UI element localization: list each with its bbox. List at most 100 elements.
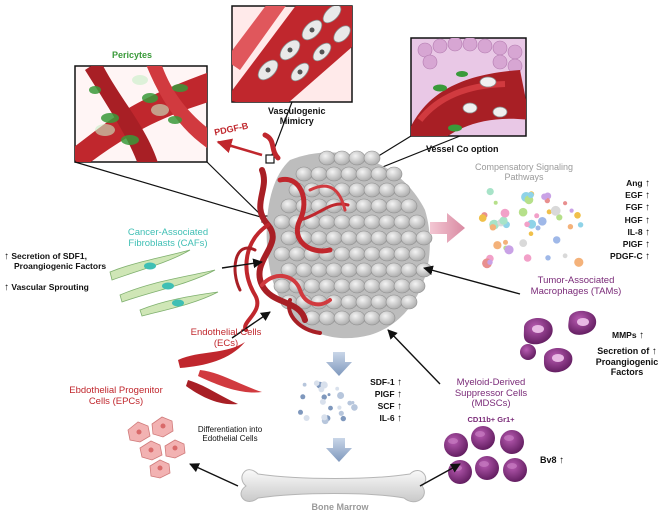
tumor-cell xyxy=(333,310,351,326)
tumor-cell xyxy=(318,310,336,326)
mdscs-illustration xyxy=(444,426,527,484)
cafs-line-1: Cancer-Associated xyxy=(127,227,209,238)
compensatory-factors-list: Ang ↑ EGF ↑ FGF ↑ HGF ↑ IL-8 ↑ PlGF ↑ PD… xyxy=(600,178,650,263)
tumor-cell xyxy=(355,294,373,310)
tumor-cell xyxy=(310,262,328,278)
epcs-line-2: Cells (EPCs) xyxy=(88,395,144,407)
signaling-molecule xyxy=(534,213,540,219)
tumor-cell xyxy=(363,150,381,166)
tumor-cell xyxy=(340,262,358,278)
signaling-molecule xyxy=(500,208,510,218)
signaling-molecule xyxy=(527,191,534,199)
signaling-molecule xyxy=(486,188,494,196)
vasculogenic-line-1: Vasculogenic xyxy=(268,106,326,116)
tumor-cell xyxy=(288,246,306,262)
tumor-cell xyxy=(363,310,381,326)
bm-factor-molecule xyxy=(337,392,345,399)
ecs-to-tumor-arrow xyxy=(231,311,271,339)
bm-factor-scf: SCF ↑ xyxy=(377,401,402,412)
signaling-molecule xyxy=(527,219,537,229)
signaling-molecule xyxy=(574,257,584,267)
bm-factor-molecule xyxy=(347,400,353,406)
mdscs-line-1: Myeloid-Derived xyxy=(456,377,526,388)
mdscs-line-2: Suppressor Cells xyxy=(454,387,528,399)
tumor-cell xyxy=(400,294,418,310)
compensatory-arrow xyxy=(430,213,465,243)
tumor-cell xyxy=(385,198,403,214)
tumor-cell xyxy=(280,230,298,246)
cafs-label: Cancer-Associated Fibroblasts (CAFs) xyxy=(108,227,228,249)
tumor-cell xyxy=(325,262,343,278)
compensatory-line-1: Compensatory Signaling xyxy=(474,162,574,172)
ecs-illustration xyxy=(178,342,262,405)
tumor-cell xyxy=(370,198,388,214)
tumor-cell xyxy=(333,246,351,262)
tumor-cell xyxy=(408,214,426,230)
bm-factor-molecule xyxy=(319,398,326,405)
tumor-cell xyxy=(333,214,351,230)
signaling-molecule xyxy=(504,245,514,255)
signaling-molecule xyxy=(487,259,493,265)
signaling-molecule xyxy=(563,201,568,206)
factor-pdgfc: PDGF-C ↑ xyxy=(610,251,650,263)
tumor-cell xyxy=(378,214,396,230)
compensatory-signaling-molecules xyxy=(478,188,584,269)
tumor-cell xyxy=(385,262,403,278)
tumor-cell xyxy=(325,166,343,182)
bone-marrow-label: Bone Marrow xyxy=(311,502,369,512)
bm-factor-molecule xyxy=(352,406,357,411)
tumor-cell xyxy=(385,230,403,246)
tumor-cell xyxy=(340,166,358,182)
signaling-molecule xyxy=(567,224,574,230)
tumor-cell xyxy=(385,294,403,310)
tams-line-2: Macrophages (TAMs) xyxy=(530,285,622,297)
caf-secretion-label: ↑ Secretion of SDF1, Proangiogenic Facto… xyxy=(4,251,106,272)
tumor-cell xyxy=(325,230,343,246)
tumor-cell xyxy=(340,230,358,246)
tumor-cell xyxy=(370,294,388,310)
factor-plgf: PlGF ↑ xyxy=(622,238,650,250)
tumor-cell xyxy=(393,214,411,230)
tam-secretion-line-2: Proangiogenic xyxy=(595,357,659,368)
bm-factor-molecule xyxy=(328,405,333,411)
tumor-cell xyxy=(355,198,373,214)
signaling-molecule xyxy=(550,205,561,216)
tumor-cell xyxy=(378,246,396,262)
pericytes-inset xyxy=(74,65,208,163)
signaling-molecule xyxy=(562,253,568,259)
tumor-cell xyxy=(333,150,351,166)
tumor-cell xyxy=(333,278,351,294)
tumor-cell xyxy=(318,278,336,294)
signaling-molecule xyxy=(524,221,530,228)
tam-secretion-line-1: Secretion of ↑ xyxy=(597,346,657,357)
tumor-cell xyxy=(400,198,418,214)
factor-hgf: HGF ↑ xyxy=(624,214,650,226)
signaling-molecule xyxy=(528,231,534,236)
bone-to-epcs-arrow xyxy=(189,463,239,487)
bm-factor-molecule xyxy=(335,386,340,391)
bv8-label: Bv8 ↑ xyxy=(540,455,565,466)
tumor-cell xyxy=(355,230,373,246)
bm-factor-molecule xyxy=(338,410,344,416)
signaling-molecule xyxy=(523,254,532,262)
tumor-cell xyxy=(310,230,328,246)
cafs-line-2: Fibroblasts (CAFs) xyxy=(128,237,208,249)
mdsc-markers-label: CD11b+ Gr1+ xyxy=(467,415,515,424)
caf-to-tumor-arrow xyxy=(221,258,263,269)
bm-factor-sdf1: SDF-1 ↑ xyxy=(370,377,402,388)
factor-egf: EGF ↑ xyxy=(625,190,650,202)
tumor-cell xyxy=(348,214,366,230)
differentiation-label: Differentiation into Edothelial Cells xyxy=(180,425,280,444)
differentiation-line-2: Edothelial Cells xyxy=(202,433,258,443)
bm-factor-molecule xyxy=(351,401,355,405)
bm-factor-molecule xyxy=(300,394,306,400)
tams-label: Tumor-Associated Macrophages (TAMs) xyxy=(516,275,636,297)
tumor-blood-vessels xyxy=(233,132,350,335)
bm-factor-molecule xyxy=(313,380,320,387)
vasculogenic-line-2: Mimicry xyxy=(279,116,314,127)
mdscs-label: Myeloid-Derived Suppressor Cells (MDSCs) xyxy=(436,377,546,410)
signaling-molecule xyxy=(577,222,584,228)
signaling-molecule xyxy=(499,216,508,225)
tumor-cell xyxy=(348,278,366,294)
tam-secretion-line-3: Factors xyxy=(610,367,644,378)
